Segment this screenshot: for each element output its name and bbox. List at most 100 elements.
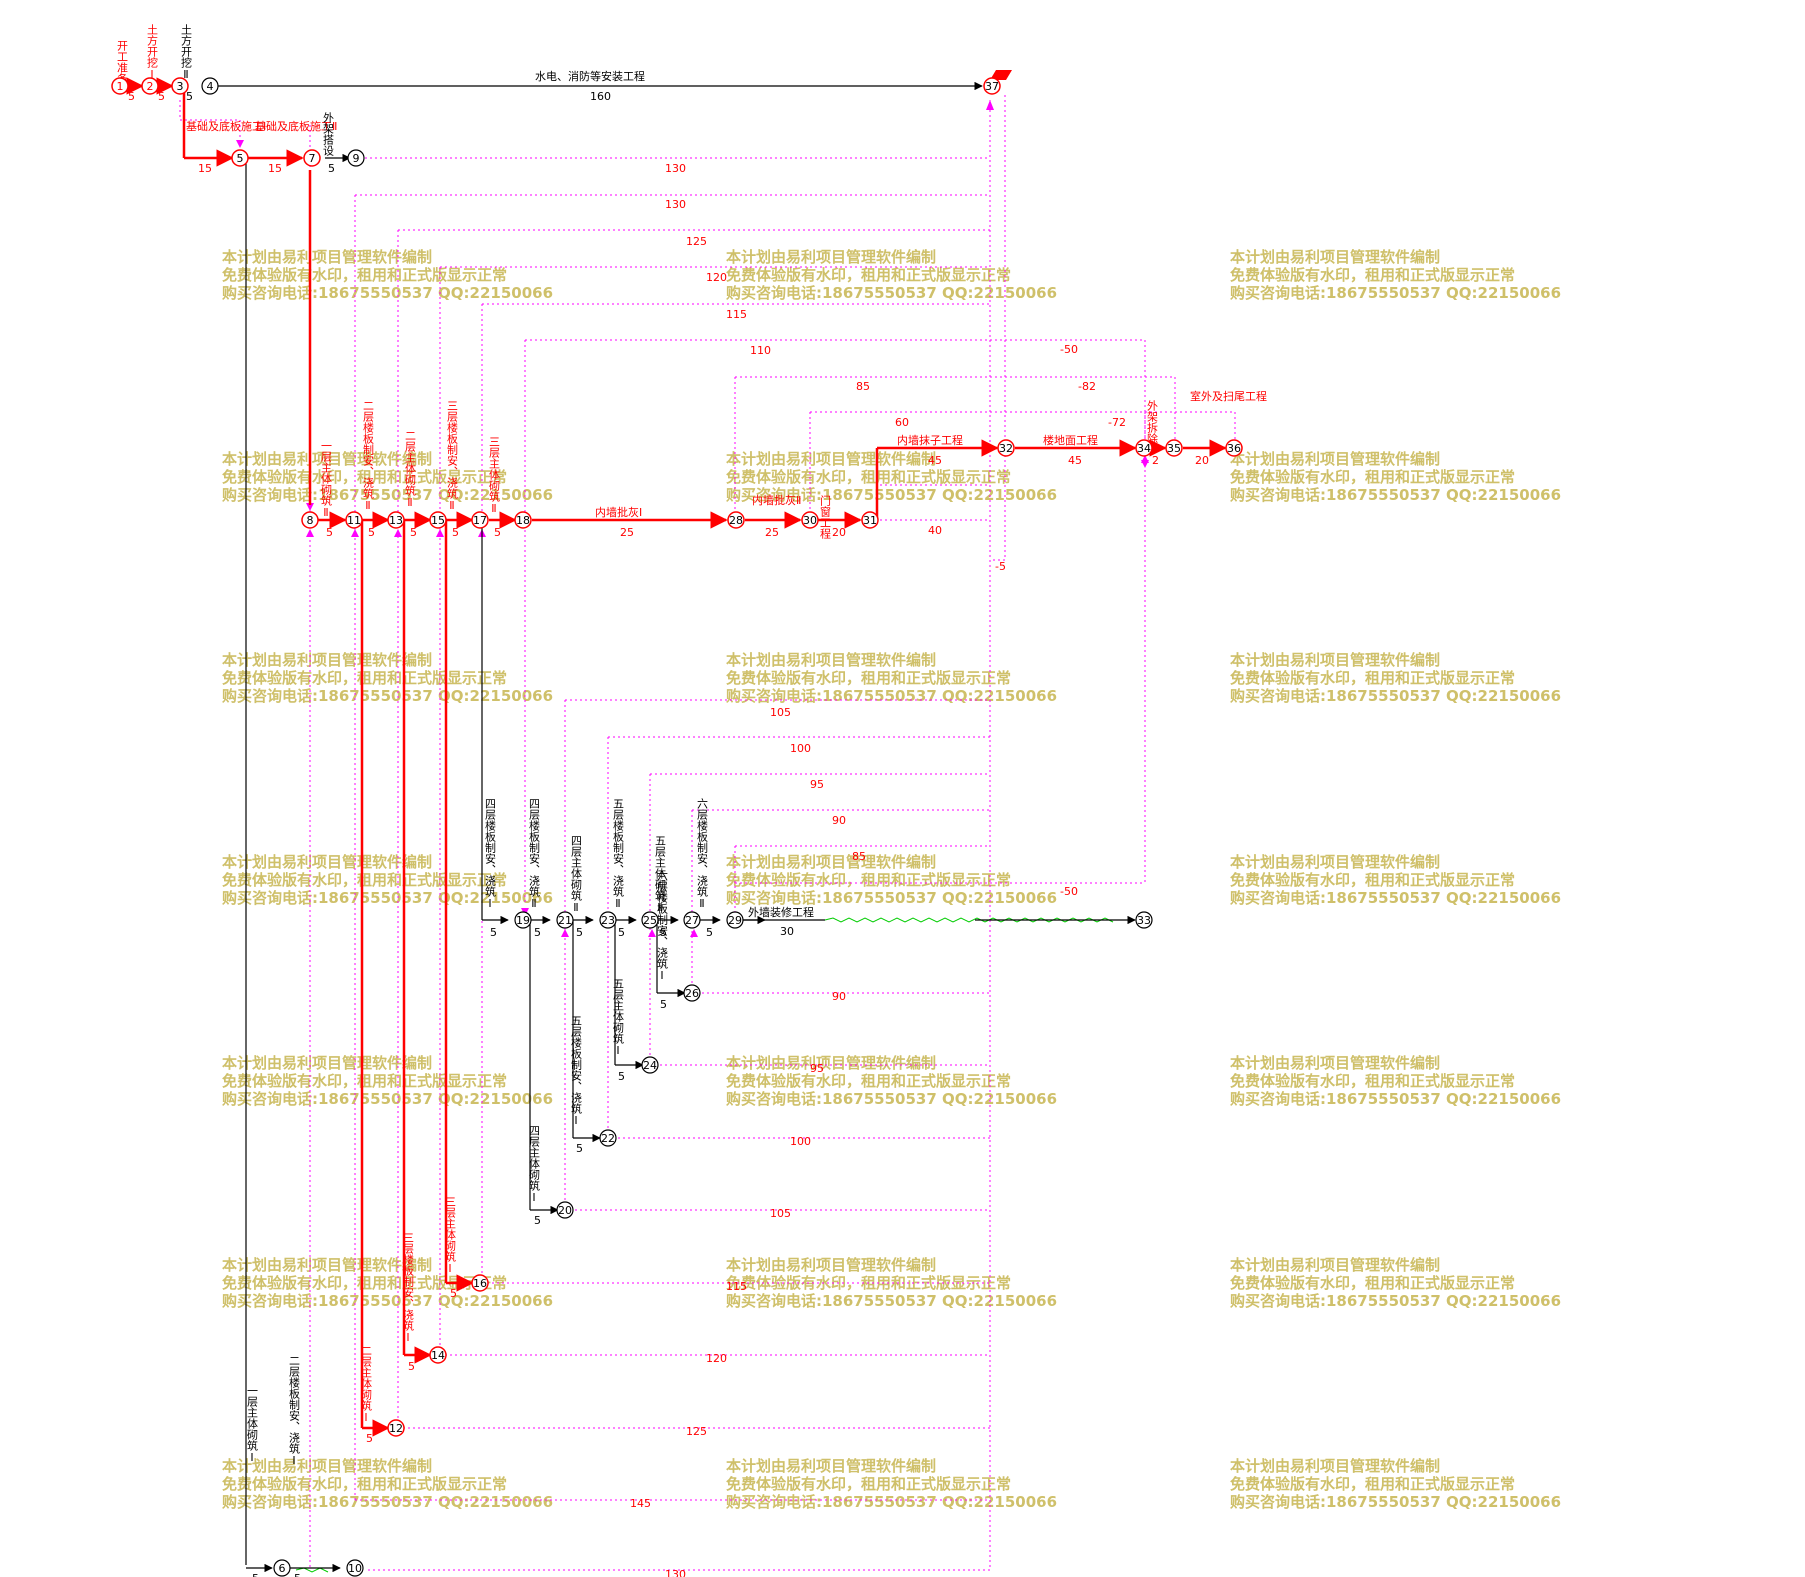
event-node[interactable]: 27: [683, 911, 701, 929]
event-node[interactable]: 21: [556, 911, 574, 929]
event-node[interactable]: 19: [514, 911, 532, 929]
event-node[interactable]: 4: [201, 77, 219, 95]
float-label: -50: [1060, 343, 1078, 356]
watermark-line: 免费体验版有水印，租用和正式版显示正常: [1230, 468, 1515, 486]
watermark-line: 免费体验版有水印，租用和正式版显示正常: [222, 1072, 507, 1090]
watermark-line: 免费体验版有水印，租用和正式版显示正常: [726, 1475, 1011, 1493]
watermark-line: 本计划由易利项目管理软件编制: [726, 1054, 936, 1072]
watermark-line: 购买咨询电话:18675550537 QQ:22150066: [726, 486, 1057, 504]
watermark: 本计划由易利项目管理软件编制 免费体验版有水印，租用和正式版显示正常 购买咨询电…: [726, 853, 1057, 907]
activity-duration: 15: [268, 162, 282, 175]
event-node[interactable]: 34: [1135, 439, 1153, 457]
finish-flag-icon: [990, 70, 1012, 80]
watermark-line: 本计划由易利项目管理软件编制: [1230, 651, 1440, 669]
watermark-line: 购买咨询电话:18675550537 QQ:22150066: [1230, 1090, 1561, 1108]
float-label: 105: [770, 1207, 791, 1220]
activity-duration: 25: [765, 526, 779, 539]
event-node[interactable]: 1: [111, 77, 129, 95]
event-node[interactable]: 16: [471, 1274, 489, 1292]
event-node[interactable]: 5: [231, 149, 249, 167]
watermark-line: 购买咨询电话:18675550537 QQ:22150066: [726, 1090, 1057, 1108]
watermark-line: 免费体验版有水印，租用和正式版显示正常: [1230, 1475, 1515, 1493]
event-node[interactable]: 37: [983, 77, 1001, 95]
watermark-layer: 本计划由易利项目管理软件编制 免费体验版有水印，租用和正式版显示正常 购买咨询电…: [222, 248, 1561, 1511]
watermark-line: 购买咨询电话:18675550537 QQ:22150066: [726, 284, 1057, 302]
event-node[interactable]: 36: [1225, 439, 1243, 457]
activity-label: 室外及扫尾工程: [1190, 389, 1267, 403]
activity-label: 三层主体砌筑Ⅱ: [488, 436, 501, 515]
event-node[interactable]: 20: [556, 1201, 574, 1219]
event-node[interactable]: 32: [997, 439, 1015, 457]
float-label: 85: [852, 850, 866, 863]
node-number: 29: [728, 914, 742, 927]
watermark-line: 购买咨询电话:18675550537 QQ:22150066: [1230, 486, 1561, 504]
watermark: 本计划由易利项目管理软件编制 免费体验版有水印，租用和正式版显示正常 购买咨询电…: [222, 853, 553, 907]
activity-duration: 5: [490, 926, 497, 939]
watermark: 本计划由易利项目管理软件编制 免费体验版有水印，租用和正式版显示正常 购买咨询电…: [1230, 1054, 1561, 1108]
watermark-line: 免费体验版有水印，租用和正式版显示正常: [1230, 871, 1515, 889]
event-node[interactable]: 12: [387, 1419, 405, 1437]
event-node[interactable]: 2: [141, 77, 159, 95]
watermark-line: 本计划由易利项目管理软件编制: [222, 1457, 432, 1475]
event-node[interactable]: 15: [429, 511, 447, 529]
activity-duration: 5: [452, 526, 459, 539]
activity-label: 二层主体砌筑Ⅰ: [360, 1345, 373, 1424]
event-node[interactable]: 22: [599, 1129, 617, 1147]
activity-label: 四层主体砌筑Ⅰ: [528, 1125, 541, 1204]
node-number: 19: [516, 914, 530, 927]
event-node[interactable]: 23: [599, 911, 617, 929]
event-node[interactable]: 8: [301, 511, 319, 529]
float-label: 95: [810, 1062, 824, 1075]
node-number: 31: [863, 514, 877, 527]
event-node[interactable]: 25: [641, 911, 659, 929]
watermark: 本计划由易利项目管理软件编制 免费体验版有水印，租用和正式版显示正常 购买咨询电…: [726, 1054, 1057, 1108]
free-float-lines: [295, 917, 1114, 1573]
event-node[interactable]: 28: [727, 511, 745, 529]
activity-duration: 45: [928, 454, 942, 467]
activity-duration: 5: [252, 1572, 259, 1577]
event-node[interactable]: 9: [347, 149, 365, 167]
watermark-line: 本计划由易利项目管理软件编制: [222, 1054, 432, 1072]
activity-duration: 5: [576, 926, 583, 939]
watermark: 本计划由易利项目管理软件编制 免费体验版有水印，租用和正式版显示正常 购买咨询电…: [1230, 651, 1561, 705]
float-label: 130: [665, 198, 686, 211]
watermark-line: 本计划由易利项目管理软件编制: [726, 651, 936, 669]
float-label: 40: [928, 524, 942, 537]
activity-label: 三层楼板制安、浇筑Ⅰ: [402, 1232, 415, 1344]
float-label: 115: [726, 308, 747, 321]
event-node[interactable]: 14: [429, 1346, 447, 1364]
event-node[interactable]: 33: [1135, 911, 1153, 929]
event-node[interactable]: 29: [726, 911, 744, 929]
activity-label: 基础及底板施工Ⅰ: [186, 119, 266, 133]
event-node[interactable]: 30: [801, 511, 819, 529]
watermark-line: 免费体验版有水印，租用和正式版显示正常: [222, 1274, 507, 1292]
event-node[interactable]: 24: [641, 1056, 659, 1074]
node-number: 1: [117, 80, 124, 93]
event-node[interactable]: 3: [171, 77, 189, 95]
node-number: 15: [431, 514, 445, 527]
event-node[interactable]: 17: [471, 511, 489, 529]
activity-duration: 5: [410, 526, 417, 539]
node-number: 22: [601, 1132, 615, 1145]
node-number: 26: [685, 987, 699, 1000]
event-node[interactable]: 35: [1165, 439, 1183, 457]
watermark-line: 免费体验版有水印，租用和正式版显示正常: [222, 871, 507, 889]
watermark-line: 本计划由易利项目管理软件编制: [726, 450, 936, 468]
node-number: 20: [558, 1204, 572, 1217]
event-node[interactable]: 26: [683, 984, 701, 1002]
node-number: 9: [353, 152, 360, 165]
watermark-line: 本计划由易利项目管理软件编制: [1230, 1457, 1440, 1475]
event-node[interactable]: 10: [346, 1559, 364, 1577]
float-label: 90: [832, 990, 846, 1003]
event-node[interactable]: 6: [273, 1559, 291, 1577]
float-label: -50: [1060, 885, 1078, 898]
event-node[interactable]: 7: [303, 149, 321, 167]
event-node[interactable]: 18: [514, 511, 532, 529]
event-node[interactable]: 31: [861, 511, 879, 529]
float-label: 125: [686, 235, 707, 248]
event-node[interactable]: 11: [345, 511, 363, 529]
activity-label: 二层主体砌筑Ⅱ: [404, 430, 417, 509]
watermark: 本计划由易利项目管理软件编制 免费体验版有水印，租用和正式版显示正常 购买咨询电…: [222, 450, 553, 504]
event-node[interactable]: 13: [387, 511, 405, 529]
float-label: -82: [1078, 380, 1096, 393]
